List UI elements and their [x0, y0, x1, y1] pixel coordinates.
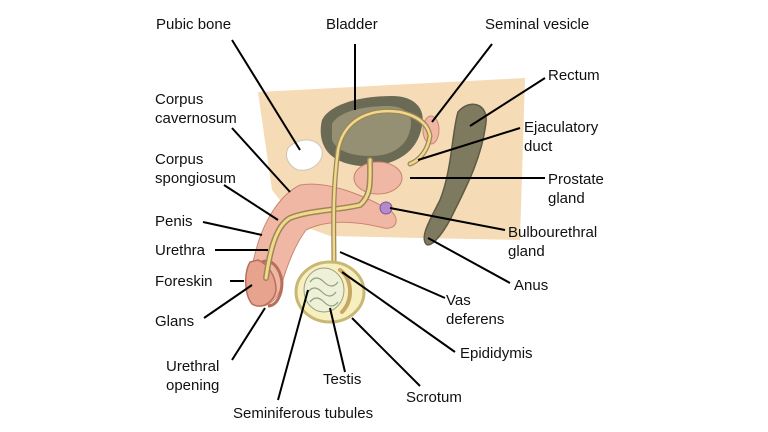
leader-scrotum — [351, 317, 421, 387]
label-corpus-cavernosum-line1: Corpus — [155, 91, 204, 108]
leader-testis — [329, 307, 346, 373]
label-ejaculatory-duct-line2: duct — [524, 138, 553, 155]
label-urethra: Urethra — [155, 242, 206, 259]
label-urethral-opening-line2: opening — [166, 377, 220, 394]
leader-lines — [202, 39, 546, 401]
leader-corpus-cavernosum — [231, 127, 291, 193]
label-bulbourethral-gland-line1: Bulbourethral — [508, 224, 598, 241]
leader-glans — [203, 284, 253, 319]
label-prostate-gland-line2: gland — [548, 190, 585, 207]
label-corpus-spongiosum-line1: Corpus — [155, 151, 204, 168]
leader-bulbourethral-gland — [389, 207, 506, 231]
seminiferous-tubules-shape — [307, 277, 339, 307]
label-vas-deferens-line2: deferens — [446, 311, 505, 328]
label-penis: Penis — [155, 213, 193, 230]
label-ejaculatory-duct-line1: Ejaculatory — [524, 119, 599, 136]
pubic-bone-shape — [285, 139, 323, 171]
label-glans: Glans — [155, 313, 195, 330]
label-urethral-opening-line1: Urethral — [166, 358, 220, 375]
leader-seminiferous-tubules — [277, 289, 309, 401]
label-foreskin: Foreskin — [155, 273, 213, 290]
vas-deferens-inner — [332, 109, 432, 270]
label-seminiferous-tubules: Seminiferous tubules — [233, 405, 374, 422]
label-vas-deferens-line1: Vas — [446, 292, 471, 309]
label-bulbourethral-gland: Bulbourethral gland — [508, 223, 597, 261]
label-prostate-gland: Prostate gland — [548, 170, 604, 208]
label-bulbourethral-gland-line2: gland — [508, 243, 545, 260]
label-vas-deferens: Vas deferens — [446, 291, 504, 329]
bladder-lumen — [332, 106, 412, 156]
label-pubic-bone: Pubic bone — [156, 16, 232, 33]
label-corpus-spongiosum: Corpus spongiosum — [155, 150, 236, 188]
prostate-shape — [353, 161, 403, 195]
leader-rectum — [469, 77, 546, 127]
label-seminal-vesicle: Seminal vesicle — [485, 16, 590, 33]
leader-epididymis — [341, 271, 456, 353]
leader-pubic-bone — [231, 39, 301, 151]
label-corpus-cavernosum-line2: cavernosum — [155, 110, 237, 127]
leader-ejaculatory-duct — [417, 127, 521, 161]
rectum-shape — [423, 103, 487, 246]
urethra-channel-inner — [264, 158, 372, 280]
label-corpus-spongiosum-line2: spongiosum — [155, 170, 236, 187]
seminal-vesicle-shape — [422, 115, 440, 145]
label-bladder: Bladder — [326, 16, 378, 33]
label-testis: Testis — [323, 371, 362, 388]
leader-vas-deferens — [339, 251, 446, 299]
leader-anus — [427, 237, 511, 284]
label-corpus-cavernosum: Corpus cavernosum — [155, 90, 237, 128]
label-prostate-gland-line1: Prostate — [548, 171, 604, 188]
label-rectum: Rectum — [548, 67, 600, 84]
label-epididymis: Epididymis — [460, 345, 533, 362]
leader-corpus-spongiosum — [223, 184, 279, 221]
label-scrotum: Scrotum — [406, 389, 462, 406]
label-urethral-opening: Urethral opening — [166, 357, 219, 395]
leader-penis — [202, 221, 263, 236]
label-ejaculatory-duct: Ejaculatory duct — [524, 118, 598, 156]
leader-urethral-opening — [231, 307, 266, 361]
label-anus: Anus — [514, 277, 549, 294]
leader-seminal-vesicle — [431, 43, 493, 123]
